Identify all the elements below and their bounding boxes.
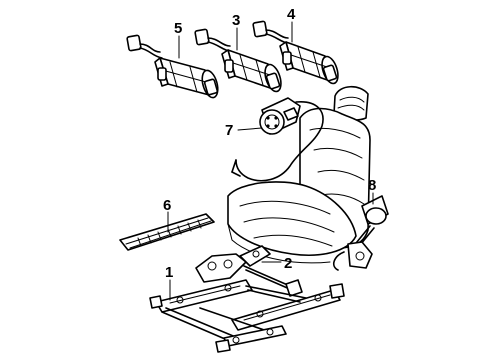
callout-3: 3 bbox=[232, 12, 240, 29]
callout-7: 7 bbox=[225, 122, 233, 139]
callout-4: 4 bbox=[287, 6, 296, 23]
callout-6: 6 bbox=[163, 197, 171, 214]
seat-motor-4 bbox=[252, 20, 339, 85]
callout-5: 5 bbox=[174, 20, 182, 37]
seat-motor-3 bbox=[194, 28, 282, 93]
seat-motor-7 bbox=[259, 97, 301, 135]
seat-motor-8 bbox=[332, 195, 389, 271]
callout-8: 8 bbox=[368, 177, 376, 194]
callout-labels: 5 3 4 7 6 8 2 1 bbox=[163, 6, 376, 281]
seat-motor-5 bbox=[126, 34, 219, 99]
seat-assembly bbox=[227, 85, 371, 264]
seat-adjuster-2 bbox=[195, 245, 303, 297]
seat-track-cover-6 bbox=[119, 213, 215, 251]
callout-2: 2 bbox=[284, 255, 292, 272]
callout-1: 1 bbox=[165, 264, 173, 281]
wiring-harness bbox=[231, 101, 324, 182]
leader-lines bbox=[167, 21, 374, 301]
seat-track-frame-1 bbox=[149, 279, 345, 353]
